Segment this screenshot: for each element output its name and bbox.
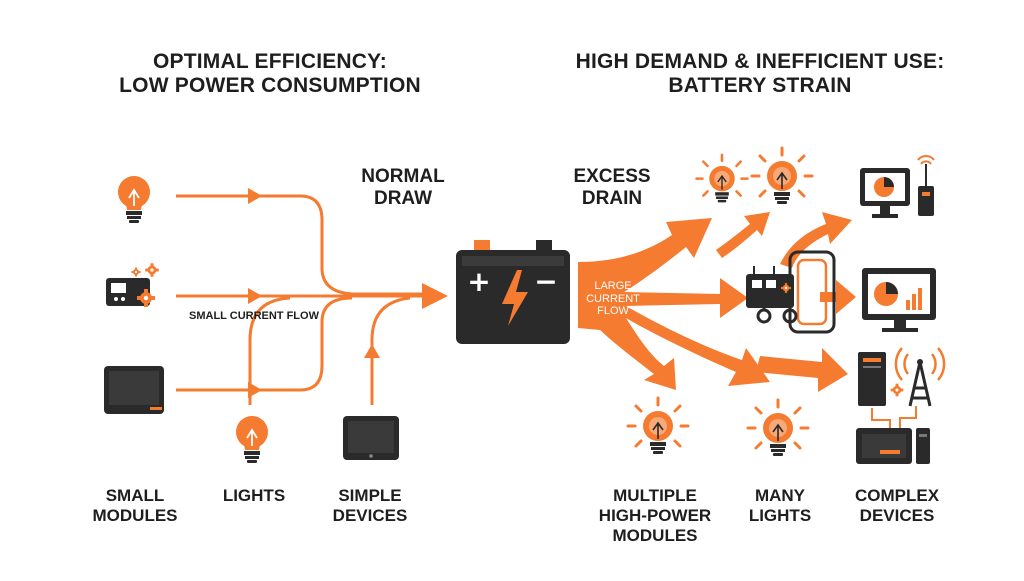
source-label-line1: SIMPLE (338, 486, 402, 505)
normal-draw-label: NORMAL DRAW (340, 166, 466, 210)
load-label-line1: COMPLEX (854, 486, 940, 505)
wires (871, 406, 917, 428)
large-current-flow-label: LARGE CURRENT FLOW (584, 280, 642, 318)
antenna-tower-icon (917, 155, 935, 216)
source-label-line2: MODULES (92, 506, 178, 526)
left-title-line2: LOW POWER CONSUMPTION (119, 74, 421, 98)
right-title-line2: BATTERY STRAIN (668, 74, 852, 98)
light-bulb-icon (117, 175, 151, 224)
battery-plus-sign: + (467, 265, 490, 298)
monitor-chart-icon (860, 168, 910, 218)
load-label-many-lights: MANY LIGHTS (730, 486, 830, 526)
light-bulb-icon (750, 146, 814, 205)
desktop-tower-icon (858, 352, 886, 406)
antenna-tower-icon (894, 347, 946, 407)
right-title: HIGH DEMAND & INEFFICIENT USE: BATTERY S… (540, 50, 980, 98)
control-module-icon (106, 263, 159, 307)
excess-drain-label: EXCESS DRAIN (552, 166, 672, 210)
small-current-flow-label: SMALL CURRENT FLOW (189, 310, 319, 322)
right-flow-arrows (578, 212, 856, 392)
excess-drain-line1: EXCESS (573, 166, 651, 187)
large-current-line2: CURRENT (586, 292, 640, 305)
monitor-chart-icon (862, 268, 936, 332)
source-label-simple-devices: SIMPLE DEVICES (314, 486, 426, 526)
source-label-line2: DEVICES (332, 506, 408, 526)
source-label-line1: SMALL (105, 486, 165, 505)
normal-draw-line1: NORMAL (361, 166, 445, 187)
source-label-line1: LIGHTS (222, 486, 286, 505)
tablet-icon (343, 416, 399, 460)
light-bulb-icon (626, 396, 690, 455)
load-label-line2: LIGHTS (748, 506, 812, 526)
battery-minus-sign: − (534, 265, 557, 298)
large-current-line1: LARGE (594, 280, 632, 292)
load-label-line1: MULTIPLE (613, 486, 697, 505)
circuit-module-icon (746, 250, 836, 334)
normal-draw-line2: DRAW (373, 187, 433, 209)
battery-icon: + − (456, 240, 570, 344)
control-module-icon (856, 428, 930, 464)
large-current-line3: FLOW (597, 305, 629, 318)
excess-drain-line2: DRAIN (581, 187, 643, 209)
light-bulb-icon (746, 398, 810, 457)
right-title-line1: HIGH DEMAND & INEFFICIENT USE: (575, 50, 945, 73)
load-label-multiple-modules: MULTIPLE HIGH-POWER MODULES (590, 486, 720, 546)
load-label-complex-devices: COMPLEX DEVICES (836, 486, 958, 526)
light-bulb-icon (695, 153, 749, 204)
load-label-line2: HIGH-POWER (598, 506, 712, 526)
left-title-line1: OPTIMAL EFFICIENCY: (152, 50, 388, 73)
left-arrowheads (248, 188, 448, 398)
source-label-lights: LIGHTS (204, 486, 304, 506)
left-flow-lines (176, 194, 425, 405)
gear-icon (890, 383, 904, 397)
source-label-small-modules: SMALL MODULES (80, 486, 190, 526)
left-title: OPTIMAL EFFICIENCY: LOW POWER CONSUMPTIO… (80, 50, 460, 98)
lightning-icon (502, 270, 528, 326)
light-bulb-icon (235, 415, 269, 464)
load-label-line2: DEVICES (859, 506, 935, 526)
tablet-icon (104, 366, 164, 414)
load-label-line1: MANY (754, 486, 806, 505)
load-label-line3: MODULES (612, 526, 698, 546)
